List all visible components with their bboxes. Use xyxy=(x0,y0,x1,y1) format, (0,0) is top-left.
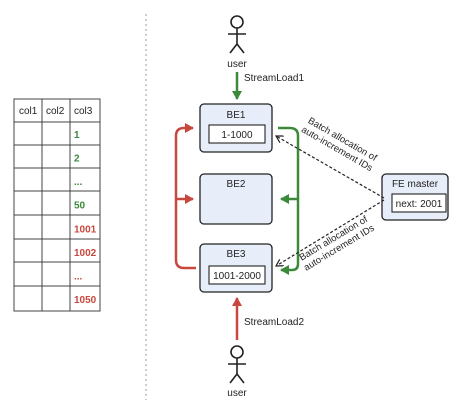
be1-node: BE1 1-1000 xyxy=(199,103,273,153)
user-top-icon xyxy=(228,15,246,54)
table-border xyxy=(13,98,101,312)
table-header-col2: col2 xyxy=(46,106,65,117)
table-cell-col3: ... xyxy=(74,177,83,188)
be3-range: 1001-2000 xyxy=(213,271,261,282)
fe-next-value: next: 2001 xyxy=(396,199,443,210)
be2-node: BE2 xyxy=(199,173,273,225)
user-bottom-label: user xyxy=(227,388,247,399)
fe-master-title: FE master xyxy=(392,179,439,190)
batch-label-top: Batch allocation of auto-increment IDs xyxy=(299,115,379,174)
table-cell-col3: 1001 xyxy=(74,224,97,235)
fe-to-be1-arrow xyxy=(276,136,385,199)
streamload2-label: StreamLoad2 xyxy=(244,317,304,328)
be2-title: BE2 xyxy=(227,179,246,190)
table-cell-col3: 2 xyxy=(74,153,80,164)
table-cell-col3: 1002 xyxy=(74,248,97,259)
table-header-col1: col1 xyxy=(19,106,38,117)
table-cell-col3: 1050 xyxy=(74,295,97,306)
red-replication-arrows xyxy=(174,123,196,270)
id-table: col1 col2 col3 1 2... 50 1001 1002... 1050 xyxy=(13,98,101,312)
table-header-col3: col3 xyxy=(74,106,93,117)
be3-title: BE3 xyxy=(227,249,246,260)
table-cell-col3: 50 xyxy=(74,201,86,212)
be1-range: 1-1000 xyxy=(221,130,253,141)
green-replication-arrows xyxy=(278,126,300,275)
user-top-label: user xyxy=(227,59,247,70)
batch-label-bottom: Batch allocation of auto-increment IDs xyxy=(298,214,377,274)
streamload1-label: StreamLoad1 xyxy=(244,73,304,84)
fe-next-box xyxy=(391,193,447,213)
user-bottom-icon xyxy=(228,345,246,384)
be1-title: BE1 xyxy=(227,110,246,121)
be1-range-box xyxy=(208,124,266,144)
fe-master-node: FE master next: 2001 xyxy=(381,173,449,221)
be3-range-box xyxy=(208,265,266,285)
table-cell-col3: ... xyxy=(74,272,83,283)
be3-node: BE3 1001-2000 xyxy=(199,243,273,293)
fe-to-be3-arrow xyxy=(276,199,385,266)
table-cell-col3: 1 xyxy=(74,130,80,141)
